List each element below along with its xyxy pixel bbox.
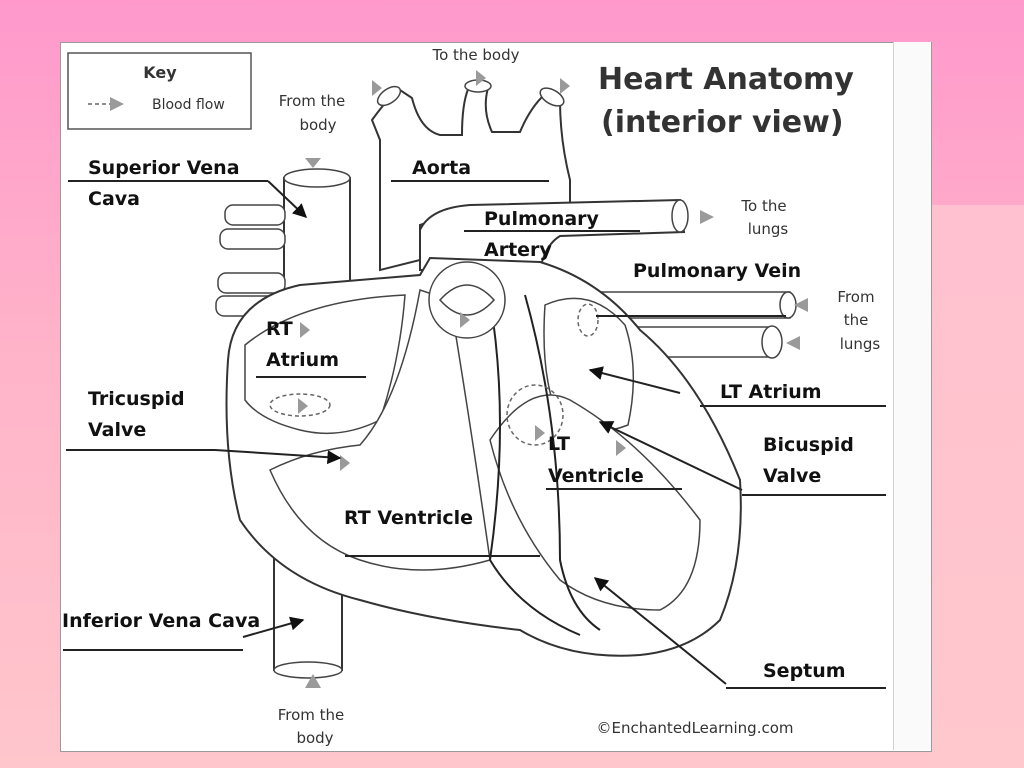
label-pulmonary-artery-1: Pulmonary bbox=[484, 208, 600, 230]
label-lt-ventricle-2: Ventricle bbox=[548, 465, 644, 487]
diagram-title: Heart Anatomy (interior view) bbox=[598, 62, 854, 140]
label-bicuspid-valve-1: Bicuspid bbox=[763, 434, 854, 456]
copyright-note: ©EnchantedLearning.com bbox=[597, 719, 794, 737]
labels: Superior Vena Cava Aorta Pulmonary Arter… bbox=[62, 157, 854, 682]
pointer-arrow-icon bbox=[588, 366, 681, 394]
title-line-2: (interior view) bbox=[601, 105, 844, 140]
key-item-label: Blood flow bbox=[152, 97, 225, 113]
pointer-arrow-icon bbox=[593, 577, 727, 685]
panel-edge bbox=[893, 42, 931, 750]
pointer-arrow-icon bbox=[267, 180, 308, 218]
label-rt-atrium-2: Atrium bbox=[266, 349, 339, 371]
from-body-top-note-2: body bbox=[299, 116, 336, 134]
pointer-arrow-icon bbox=[242, 616, 305, 638]
from-body-bottom-note-2: body bbox=[296, 729, 333, 747]
pointer-arrow-icon bbox=[598, 421, 743, 491]
label-lt-ventricle-1: LT bbox=[548, 433, 570, 455]
heart-body bbox=[225, 256, 742, 657]
label-pulmonary-vein: Pulmonary Vein bbox=[633, 260, 801, 282]
label-superior-vena-cava-1: Superior Vena bbox=[88, 157, 240, 179]
label-pulmonary-artery-2: Artery bbox=[484, 239, 552, 261]
from-lungs-note-3: lungs bbox=[840, 335, 881, 353]
label-rt-ventricle: RT Ventricle bbox=[344, 507, 473, 529]
label-aorta: Aorta bbox=[412, 157, 471, 179]
key-box: Key Blood flow bbox=[67, 52, 252, 130]
label-lt-atrium: LT Atrium bbox=[720, 381, 822, 403]
printed-notes: To the body From the body To the lungs F… bbox=[278, 46, 881, 747]
blood-flow-arrow-head-icon bbox=[110, 97, 124, 111]
label-bicuspid-valve-2: Valve bbox=[763, 465, 821, 487]
title-line-1: Heart Anatomy bbox=[598, 62, 854, 97]
aorta-arch bbox=[370, 79, 571, 272]
to-lungs-note-1: To the bbox=[740, 197, 786, 215]
from-body-top-note-1: From the bbox=[279, 92, 346, 110]
to-lungs-note-2: lungs bbox=[748, 220, 789, 238]
label-tricuspid-valve-2: Valve bbox=[88, 419, 146, 441]
label-underlines bbox=[63, 180, 886, 689]
label-inferior-vena-cava: Inferior Vena Cava bbox=[62, 610, 260, 632]
pointer-arrows bbox=[214, 180, 743, 685]
pulmonary-artery-shape bbox=[419, 198, 689, 271]
label-superior-vena-cava-2: Cava bbox=[88, 188, 140, 210]
label-tricuspid-valve-1: Tricuspid bbox=[88, 388, 185, 410]
from-lungs-note-1: From bbox=[837, 288, 874, 306]
key-heading: Key bbox=[143, 63, 177, 82]
pointer-arrow-icon bbox=[214, 449, 342, 465]
from-body-bottom-note-1: From the bbox=[278, 706, 345, 724]
label-septum: Septum bbox=[763, 660, 846, 682]
from-lungs-note-2: the bbox=[844, 311, 869, 329]
label-rt-atrium-1: RT bbox=[266, 318, 293, 340]
slide-background-strip bbox=[930, 205, 1024, 768]
to-body-top-note: To the body bbox=[431, 46, 519, 64]
blood-flow-arrows bbox=[298, 70, 808, 688]
